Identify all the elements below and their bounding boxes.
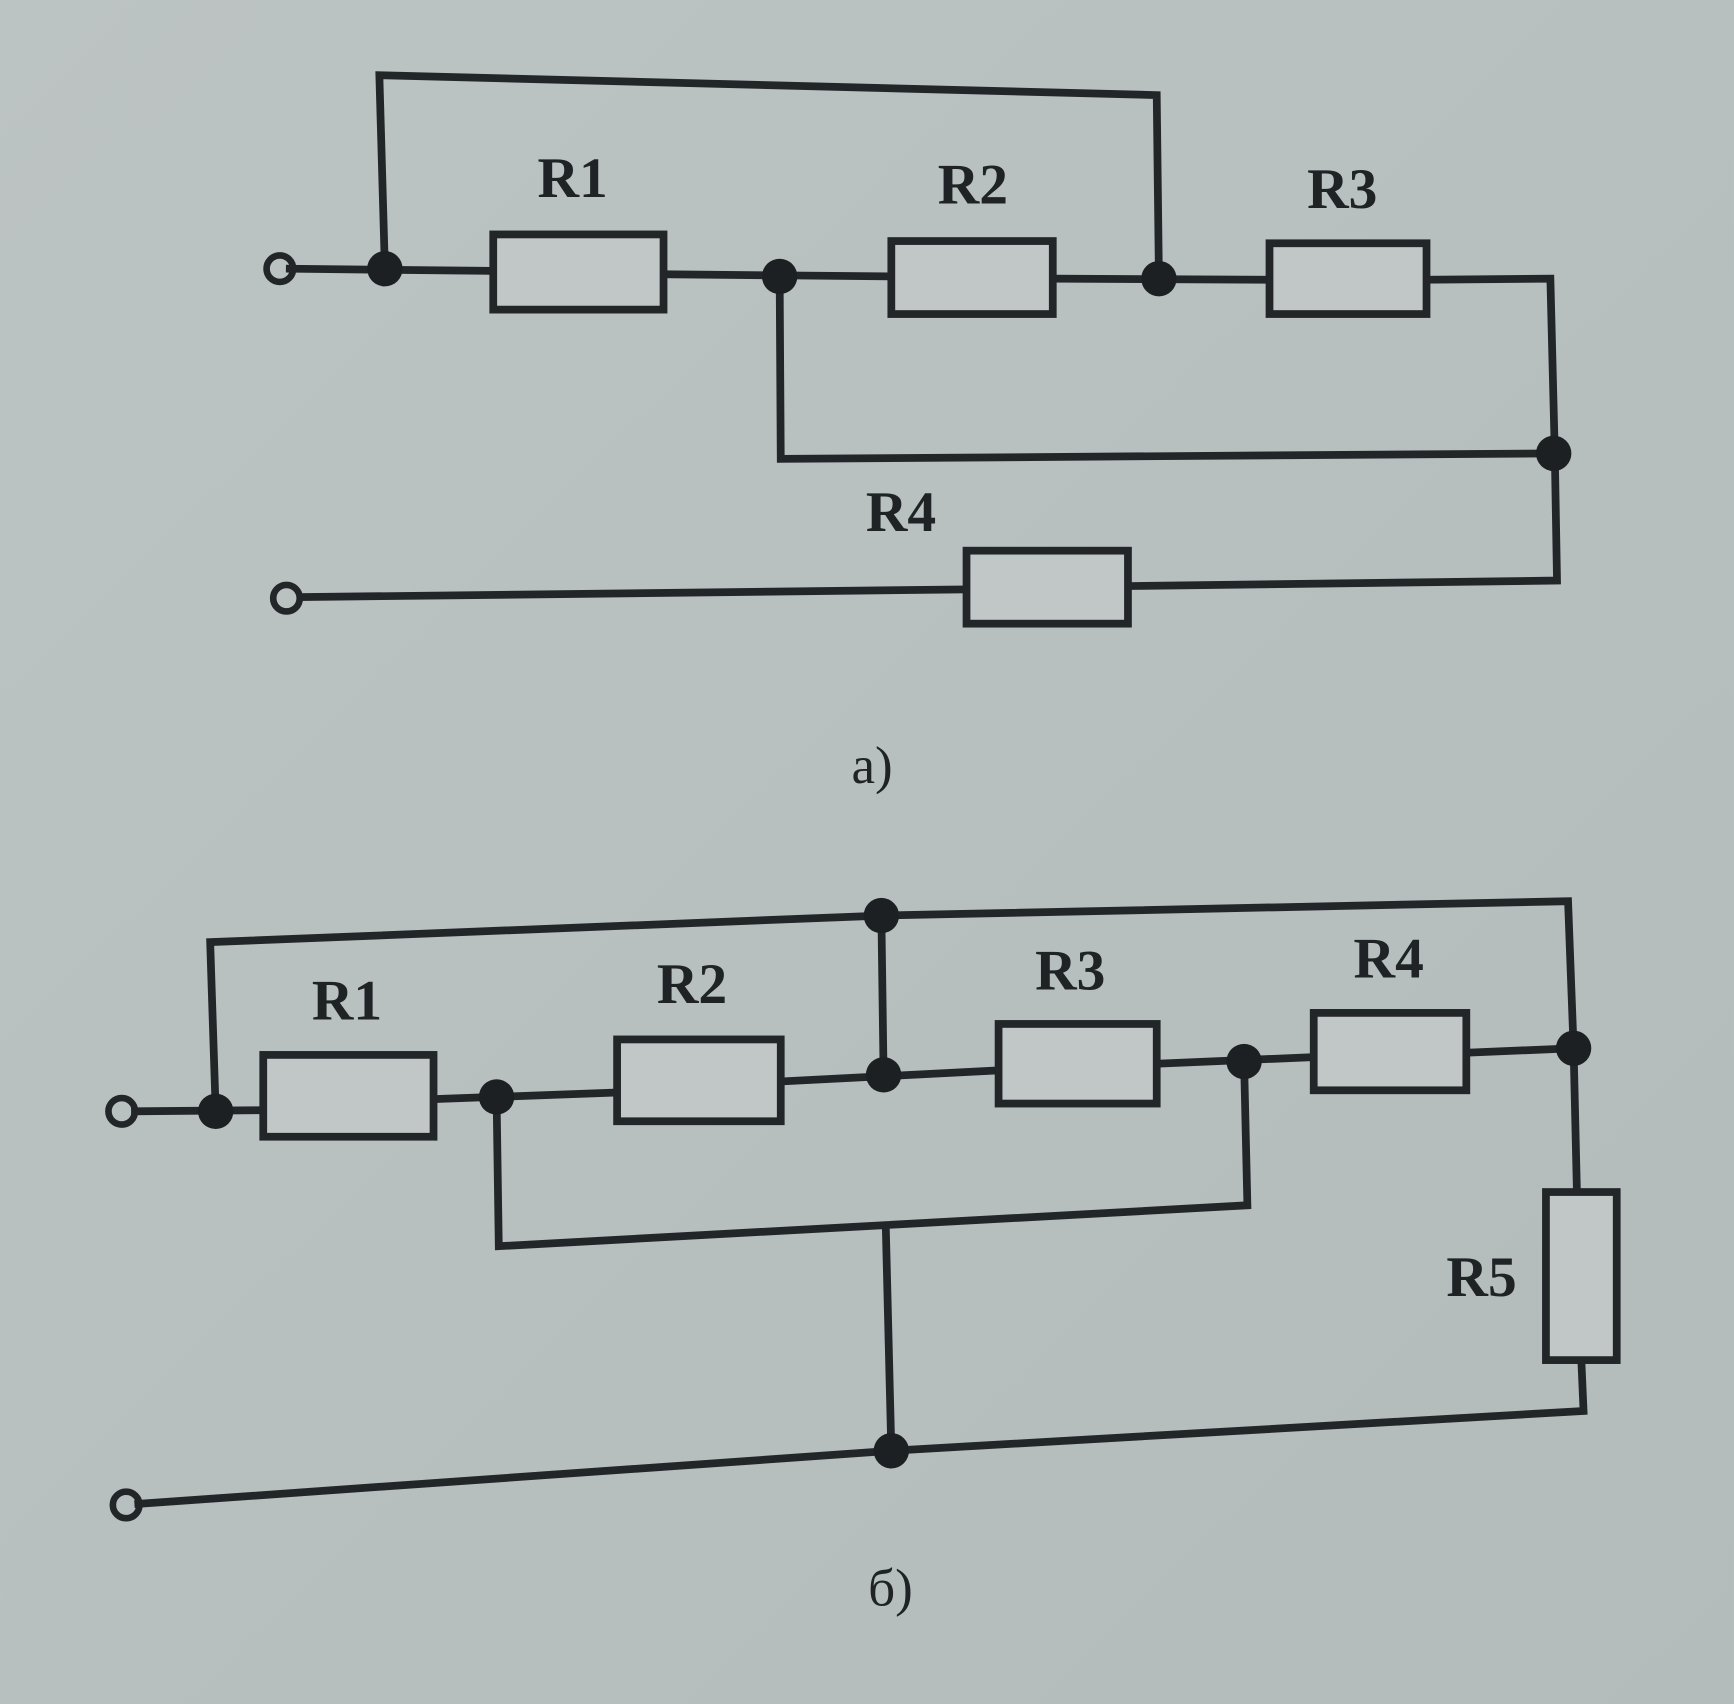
wire-b-vertical-link — [877, 911, 888, 1079]
circuit-b: R1 R2 R3 R4 R5 б) — [105, 897, 1621, 1618]
node-a-3 — [1141, 260, 1177, 297]
circuit-a: R1 R2 R3 R4 а) — [263, 71, 1572, 795]
node-b-4 — [865, 1057, 902, 1093]
node-b-3 — [863, 897, 900, 934]
resistor-a-r3 — [1265, 239, 1431, 318]
resistor-a-r1 — [489, 230, 668, 314]
caption-a: а) — [852, 737, 893, 795]
label-a-r1: R1 — [537, 147, 607, 210]
label-a-r4: R4 — [866, 481, 936, 544]
resistor-b-r5 — [1542, 1188, 1621, 1364]
node-b-7 — [873, 1433, 910, 1469]
label-b-r3: R3 — [1035, 940, 1105, 1003]
label-a-r2: R2 — [938, 153, 1008, 216]
caption-b: б) — [868, 1560, 913, 1618]
resistor-a-r4 — [962, 546, 1132, 628]
node-b-1 — [198, 1093, 234, 1129]
resistor-b-r2 — [613, 1035, 785, 1126]
terminal-a-2 — [269, 581, 304, 615]
node-a-1 — [367, 251, 403, 287]
resistor-b-r1 — [259, 1051, 438, 1141]
wire-b-lower-loop — [492, 1057, 1252, 1455]
wire-a-top-bypass — [375, 71, 1163, 283]
resistor-a-r2 — [887, 237, 1057, 318]
terminal-b-2 — [109, 1488, 143, 1522]
node-b-5 — [1226, 1043, 1262, 1080]
resistor-b-r4 — [1309, 1009, 1471, 1095]
node-a-2 — [761, 258, 798, 295]
node-a-4 — [1535, 435, 1572, 472]
node-b-2 — [478, 1079, 515, 1115]
label-b-r4: R4 — [1354, 928, 1424, 991]
terminal-b-1 — [105, 1094, 139, 1128]
label-a-r3: R3 — [1307, 158, 1377, 221]
label-b-r2: R2 — [657, 953, 727, 1016]
terminal-a-1 — [263, 252, 297, 286]
label-b-r1: R1 — [312, 970, 382, 1033]
resistor-b-r3 — [994, 1020, 1161, 1108]
label-b-r5: R5 — [1446, 1246, 1516, 1309]
node-b-6 — [1555, 1030, 1592, 1066]
